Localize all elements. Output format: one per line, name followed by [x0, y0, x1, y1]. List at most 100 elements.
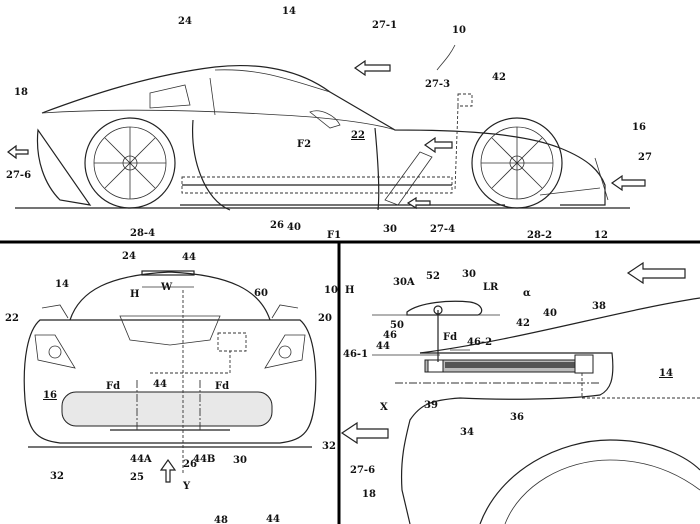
windshield	[69, 271, 271, 321]
roof-line	[419, 297, 700, 354]
leader-10	[436, 44, 456, 71]
beltline	[41, 109, 396, 131]
airflow-arrow-27-6	[340, 421, 389, 445]
label-Y: Y	[182, 481, 191, 492]
label-Fd: Fd	[443, 332, 457, 343]
label-48: 48	[214, 515, 228, 524]
label-46: 46	[383, 330, 397, 341]
controller-60	[217, 332, 247, 352]
door-outline	[192, 119, 380, 211]
label-39: 39	[424, 400, 438, 411]
airflow-arrow-27-6	[7, 144, 29, 160]
airflow-arrow-25	[159, 458, 177, 483]
label-27-4: 27-4	[430, 224, 455, 235]
airflow-arrow-27	[610, 174, 646, 192]
label-46-2: 46-2	[467, 337, 492, 348]
label-fd-right: Fd	[215, 381, 229, 392]
label-46-1: 46-1	[343, 349, 368, 360]
carriage-39	[427, 359, 444, 373]
label-16: 16	[43, 390, 57, 401]
label-30: 30	[383, 224, 397, 235]
wing-30	[406, 300, 483, 316]
label-F1: F1	[327, 230, 341, 241]
label-28-2: 28-2	[527, 230, 552, 241]
label-40: 40	[543, 308, 557, 319]
front-wheel	[471, 117, 563, 209]
label-14: 14	[659, 368, 673, 379]
label-36: 36	[510, 412, 524, 423]
label-26: 26	[270, 220, 284, 231]
label-40: 40	[287, 222, 301, 233]
label-27: 27	[638, 152, 652, 163]
right-headlamp	[264, 334, 306, 369]
label-27-6: 27-6	[350, 465, 375, 476]
airflow-arrow-27-3	[423, 136, 453, 154]
label-20: 20	[318, 313, 332, 324]
front-body-outline	[23, 319, 317, 444]
label-LR: LR	[483, 282, 499, 293]
label-60: 60	[254, 288, 268, 299]
body-cutaway-outline	[400, 352, 614, 524]
hidden-line	[581, 373, 700, 399]
label-18: 18	[14, 87, 28, 98]
label-26: 26	[183, 459, 197, 470]
airflow-arrow-27-4	[406, 196, 431, 210]
label-44-bottom: 44	[266, 514, 280, 524]
label-52: 52	[426, 271, 440, 282]
label-30: 30	[233, 455, 247, 466]
rear-wheel	[84, 117, 176, 209]
control-path	[150, 290, 231, 475]
label-38: 38	[592, 301, 606, 312]
label-44: 44	[182, 252, 196, 263]
label-fd-left: Fd	[106, 381, 120, 392]
wheel-tire	[504, 459, 700, 524]
label-32-left: 32	[50, 471, 64, 482]
wheel-spokes	[94, 127, 553, 199]
label-34: 34	[460, 427, 474, 438]
controller-42	[457, 93, 473, 107]
hood-vent	[119, 315, 221, 346]
side-mirror	[309, 110, 341, 129]
label-alpha: α	[523, 288, 531, 299]
label-X: X	[380, 402, 388, 413]
car-body-outline	[36, 64, 606, 206]
label-44-mid: 44	[153, 379, 167, 390]
detail-view-figure: H 30A 52 30 LR α 50 46 Fd 46-2 44 46-1 4…	[340, 261, 700, 524]
wheel-arch	[479, 439, 700, 524]
airflow-arrow-27-1	[353, 59, 391, 77]
downforce-lines	[136, 380, 201, 430]
motor-38	[574, 354, 594, 374]
label-28-4: 28-4	[130, 228, 155, 239]
side-view-figure: 24 14 27-1 10 42 27-3 18 16 27 27-6 22 F…	[6, 6, 652, 241]
label-42: 42	[492, 72, 506, 83]
label-F2: F2	[297, 139, 311, 150]
label-30A: 30A	[393, 277, 415, 288]
actuator-42	[445, 362, 585, 368]
label-25: 25	[130, 472, 144, 483]
label-10: 10	[324, 285, 338, 296]
side-mirrors	[41, 304, 299, 319]
label-22: 22	[351, 130, 365, 141]
label-10: 10	[452, 25, 466, 36]
side-vent	[384, 151, 433, 206]
label-18: 18	[362, 489, 376, 500]
label-H: H	[130, 289, 139, 300]
label-44A: 44A	[130, 454, 152, 465]
label-27-3: 27-3	[425, 79, 450, 90]
label-27-1: 27-1	[372, 20, 397, 31]
front-grille-mesh	[61, 391, 273, 427]
label-42: 42	[516, 318, 530, 329]
label-27-6: 27-6	[6, 170, 31, 181]
airflow-arrow	[626, 261, 686, 285]
label-44: 44	[376, 341, 390, 352]
door-window	[209, 69, 331, 116]
label-32-right: 32	[322, 441, 336, 452]
label-44B: 44B	[193, 454, 215, 465]
label-50: 50	[390, 320, 404, 331]
label-22: 22	[5, 313, 19, 324]
rear-quarter-window	[149, 84, 191, 109]
label-16: 16	[632, 122, 646, 133]
left-headlamp	[34, 334, 76, 369]
spoiler-44	[141, 270, 195, 276]
